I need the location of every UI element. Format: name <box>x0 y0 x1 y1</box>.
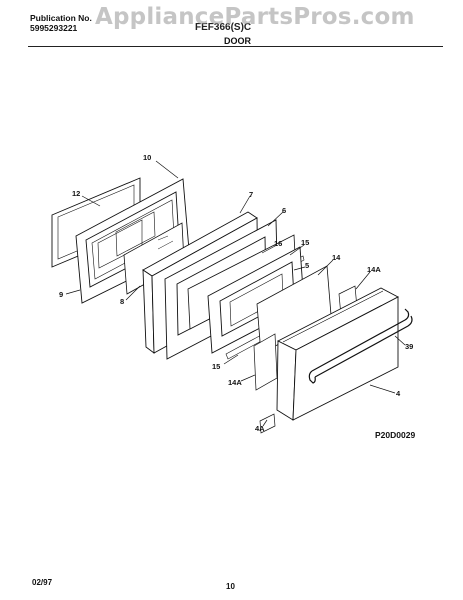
callout-10: 10 <box>143 153 151 162</box>
door-handle-part <box>308 308 413 384</box>
callout-39: 39 <box>405 342 413 351</box>
page-number: 10 <box>226 582 235 591</box>
callout-9: 9 <box>59 290 63 299</box>
callout-4a: 4A <box>255 424 265 433</box>
footer-date: 02/97 <box>32 578 53 587</box>
callout-4: 4 <box>396 389 401 398</box>
header-rule <box>28 46 443 47</box>
callout-15-upper: 15 <box>301 238 309 247</box>
watermark: AppliancePartsPros.com <box>95 4 415 30</box>
insulation-square-lower <box>253 333 278 391</box>
callout-12: 12 <box>72 189 80 198</box>
callout-7: 7 <box>249 190 253 199</box>
section-title: DOOR <box>224 36 251 46</box>
callout-14a-upper: 14A <box>367 265 381 274</box>
publication-label: Publication No. <box>30 13 92 23</box>
callout-14: 14 <box>332 253 341 262</box>
small-bracket-part <box>259 413 276 434</box>
callout-8: 8 <box>120 297 124 306</box>
publication-number: 5995293221 <box>30 23 78 33</box>
callout-16: 16 <box>274 239 282 248</box>
model-number: FEF366(S)C <box>195 22 252 33</box>
callout-15-lower: 15 <box>212 362 220 371</box>
drawing-id: P20D0029 <box>375 430 415 440</box>
callout-6: 6 <box>282 206 286 215</box>
callout-14a-lower: 14A <box>228 378 242 387</box>
callout-5: 5 <box>305 261 309 270</box>
outer-door-panel-part <box>276 287 399 421</box>
